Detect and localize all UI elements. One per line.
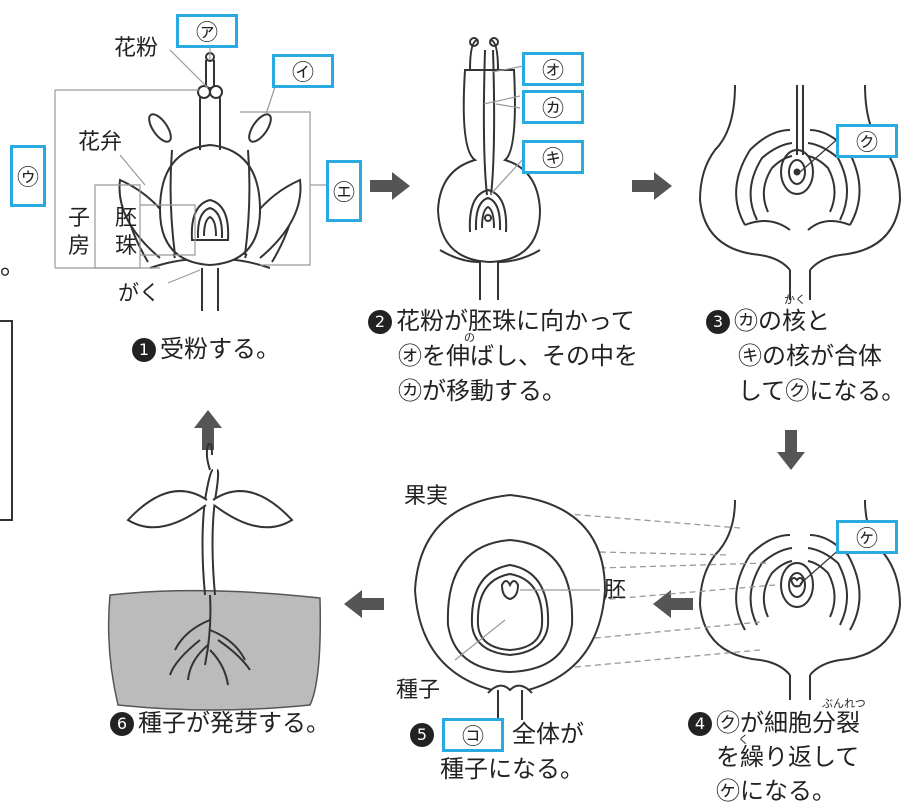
step-3-number: 3 xyxy=(706,310,730,334)
step-4-line-3: ㋘になる。 xyxy=(716,777,836,805)
answer-box-ko[interactable]: ㋙ xyxy=(442,718,504,752)
ovule-division-illustration xyxy=(698,499,902,700)
step-4-ruby-2: く xyxy=(738,733,749,746)
side-bracket xyxy=(0,320,13,521)
flow-arrows xyxy=(194,172,805,618)
step-1-text: 受粉する。 xyxy=(160,335,280,363)
step-2-number: 2 xyxy=(368,310,392,334)
flower-leader-lines xyxy=(54,48,326,284)
label-ovule-2: 珠 xyxy=(115,234,138,259)
label-pollen: 花粉 xyxy=(114,36,159,61)
answer-box-u[interactable]: ㋒ xyxy=(10,145,46,207)
step-3-ruby: かく xyxy=(784,293,806,306)
step-3-line-2: ㋖の核が合体 xyxy=(738,342,882,370)
answer-box-ke[interactable]: ㋘ xyxy=(836,520,898,554)
step-5-number: 5 xyxy=(410,723,434,747)
step-4-ruby-1: ぶんれつ xyxy=(822,697,866,710)
answer-box-i[interactable]: ㋑ xyxy=(272,54,334,88)
step-6-number: 6 xyxy=(110,712,134,736)
clipped-text-fragment: 。 xyxy=(0,251,27,281)
step-4-line-2: を繰り返して xyxy=(716,743,860,771)
label-embryo: 胚 xyxy=(604,578,627,603)
label-seed: 種子 xyxy=(396,678,441,703)
seedling-illustration xyxy=(107,442,322,711)
step-2-ruby: の xyxy=(464,331,475,344)
answer-box-o[interactable]: ㋔ xyxy=(522,52,584,86)
label-ovary-2: 房 xyxy=(68,234,91,259)
label-sepal: がく xyxy=(118,281,160,305)
step-5-number-wrap: 5 xyxy=(410,717,438,752)
answer-box-a[interactable]: ㋐ xyxy=(176,14,238,48)
ovule-fertilization-illustration xyxy=(698,84,902,300)
answer-box-e[interactable]: ㋓ xyxy=(326,160,362,222)
step-1-number: 1 xyxy=(132,338,156,362)
label-petal: 花弁 xyxy=(78,130,123,155)
step-2-line-1: 花粉が胚珠に向かって xyxy=(396,307,635,335)
flower-illustration xyxy=(118,52,302,311)
step-2-line-2: ㋔を伸ばし、その中を xyxy=(398,342,638,370)
step-3-line-3: して㋗になる。 xyxy=(738,377,906,405)
step-5-line-2: 種子になる。 xyxy=(440,755,584,783)
label-ovule-1: 胚 xyxy=(115,206,138,231)
step-4-number: 4 xyxy=(688,712,712,736)
answer-box-ku[interactable]: ㋗ xyxy=(836,124,898,158)
step-5-line-1: 全体が xyxy=(512,720,584,748)
answer-box-ki[interactable]: ㋖ xyxy=(522,140,584,174)
step-2-line-3: ㋕が移動する。 xyxy=(398,377,566,405)
step-4-line-1: ㋗が細胞分裂 xyxy=(716,709,860,737)
label-fruit: 果実 xyxy=(404,484,449,509)
answer-box-ka[interactable]: ㋕ xyxy=(522,90,584,124)
label-ovary-1: 子 xyxy=(68,206,91,231)
step-6-text: 種子が発芽する。 xyxy=(138,709,330,737)
step-3-line-1: ㋕の核と xyxy=(734,307,830,335)
pistil-illustration xyxy=(436,37,542,300)
fruit-illustration xyxy=(413,493,607,720)
